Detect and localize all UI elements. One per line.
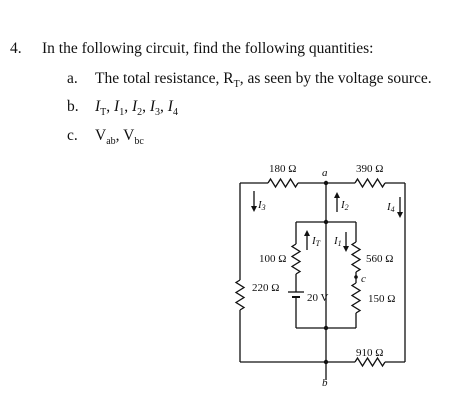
label-560: 560 Ω — [366, 253, 393, 265]
part-a-sub: T — [233, 79, 240, 91]
node-a-dot — [323, 180, 329, 186]
arrow-i2 — [334, 192, 340, 212]
node-b-dot — [323, 359, 329, 365]
resistor-560-symbol — [350, 241, 362, 273]
part-a-text-post: , as seen by the voltage source. — [239, 70, 432, 87]
resistor-910-symbol — [354, 356, 386, 368]
part-c-letter: c. — [67, 127, 78, 144]
label-910: 910 Ω — [356, 347, 383, 359]
label-i3: I3 — [257, 199, 266, 212]
resistor-220-symbol — [234, 279, 246, 311]
arrow-i1 — [343, 232, 349, 252]
label-i1: I1 — [333, 235, 342, 248]
question-prompt: In the following circuit, find the follo… — [42, 40, 374, 57]
resistor-390-symbol — [354, 177, 386, 189]
part-c-text: Vab, Vbc — [95, 127, 144, 148]
arrow-i3 — [251, 191, 257, 212]
label-150: 150 Ω — [368, 293, 395, 305]
resistor-150-symbol — [350, 282, 362, 314]
node-c-dot — [354, 275, 358, 279]
resistor-100-symbol — [290, 243, 302, 275]
inner-top-junction — [323, 219, 329, 225]
arrow-it — [304, 230, 310, 250]
label-node-b: b — [322, 377, 328, 389]
label-220: 220 Ω — [252, 282, 279, 294]
part-b-letter: b. — [67, 98, 79, 115]
inner-bottom-junction — [323, 325, 329, 331]
label-i4: I4 — [386, 201, 395, 214]
resistor-180-symbol — [267, 177, 299, 189]
label-node-a: a — [322, 167, 328, 179]
label-source: 20 V — [307, 292, 329, 304]
label-i2: I2 — [340, 199, 349, 212]
part-b-text: IT, I1, I2, I3, I4 — [95, 98, 178, 119]
arrow-i4 — [397, 197, 403, 218]
label-390: 390 Ω — [356, 163, 383, 175]
label-100: 100 Ω — [259, 253, 286, 265]
label-180: 180 Ω — [269, 163, 296, 175]
label-node-c: c — [361, 273, 366, 285]
part-a-letter: a. — [67, 70, 78, 87]
label-it: IT — [311, 235, 321, 248]
question-number: 4. — [10, 40, 22, 57]
part-a-text: The total resistance, RT, as seen by the… — [95, 70, 432, 94]
part-a-text-pre: The total resistance, R — [95, 70, 234, 87]
